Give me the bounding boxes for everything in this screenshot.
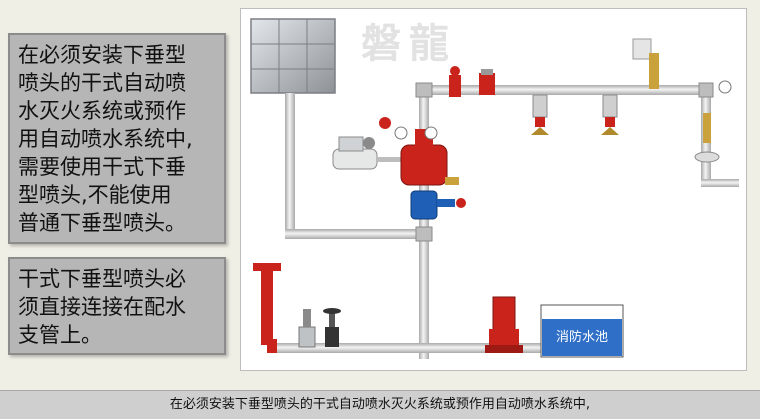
pipe-network-svg: 消防水池 <box>250 18 739 359</box>
main-distribution-pipe <box>419 85 711 95</box>
tank-drop-pipe <box>285 93 295 235</box>
explanation-note-dry-pendent: 在必须安装下垂型 喷头的干式自动喷 水灭火系统或预作 用自动喷水系统中, 需要使… <box>8 33 226 244</box>
gate-valve-bottom <box>323 308 341 347</box>
lower-horizontal-pipe <box>285 229 425 239</box>
end-test-device <box>632 38 732 163</box>
dry-alarm-valve <box>379 117 459 186</box>
check-valve <box>298 309 316 348</box>
gate-valve-blue <box>410 190 466 220</box>
subtitle-caption: 在必须安装下垂型喷头的干式自动喷水灭火系统或预作用自动喷水系统中, <box>0 390 760 419</box>
pump-adapter-hydrant <box>253 263 281 353</box>
dry-pendent-sprinkler-2 <box>601 94 619 135</box>
explanation-note-connection: 干式下垂型喷头必 须直接连接在配水 支管上。 <box>8 257 226 355</box>
fire-pump <box>485 296 523 353</box>
main-riser-pipe <box>419 89 429 359</box>
dry-pendent-sprinkler-1 <box>531 94 549 135</box>
fire-pool-label: 消防水池 <box>556 329 608 344</box>
drain-outlet-pipe <box>701 179 739 187</box>
air-compressor <box>332 136 403 170</box>
water-tank <box>250 18 336 94</box>
water-flow-indicator <box>479 69 495 95</box>
bottom-supply-pipe <box>271 343 545 353</box>
watermark-logo: 磐龍 <box>361 20 457 67</box>
signal-valve <box>449 66 461 97</box>
sprinkler-system-diagram: 磐龍 <box>240 8 747 371</box>
fire-water-pool: 消防水池 <box>540 304 624 358</box>
